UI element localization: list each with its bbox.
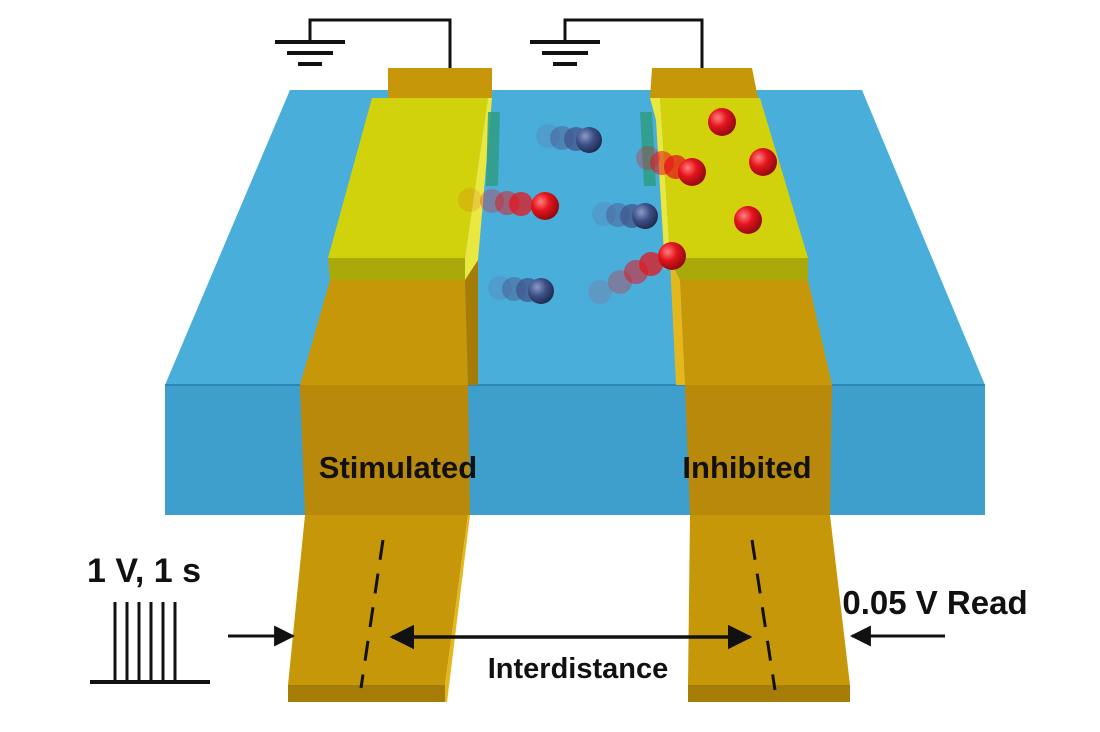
label-stimulated: Stimulated [319,450,477,485]
substrate-front [165,385,985,515]
pad-stimulated [328,98,500,280]
dashed-centerline [359,539,385,689]
ion-trail [588,242,686,304]
ions-red [458,108,777,304]
ion-trail [458,188,559,220]
label-read: 0.05 V Read [842,584,1027,621]
label-pulse: 1 V, 1 s [87,552,201,590]
ion-red [734,206,762,234]
ion-navy [632,203,658,229]
label-interdistance: Interdistance [488,653,669,685]
pulse-train-icon [113,602,177,682]
ion-red [708,108,736,136]
ion-trail [536,124,602,153]
label-inhibited: Inhibited [682,450,811,485]
pulse-train: 1 V, 1 s [87,552,210,684]
ion-trail [636,146,706,186]
ion-navy [528,278,554,304]
ground-right [530,18,704,68]
ground-left [275,18,452,68]
ion-red [658,242,686,270]
pad-inhibited [640,98,808,280]
ion-navy [576,127,602,153]
ion-red [678,158,706,186]
ion-red [531,192,559,220]
substrate [165,90,985,515]
dashed-centerline [750,539,777,691]
ions-navy [488,124,658,304]
ion-trail [488,276,554,304]
ion-trail [592,202,658,229]
ion-red [749,148,777,176]
electrode-stimulated [288,68,492,702]
